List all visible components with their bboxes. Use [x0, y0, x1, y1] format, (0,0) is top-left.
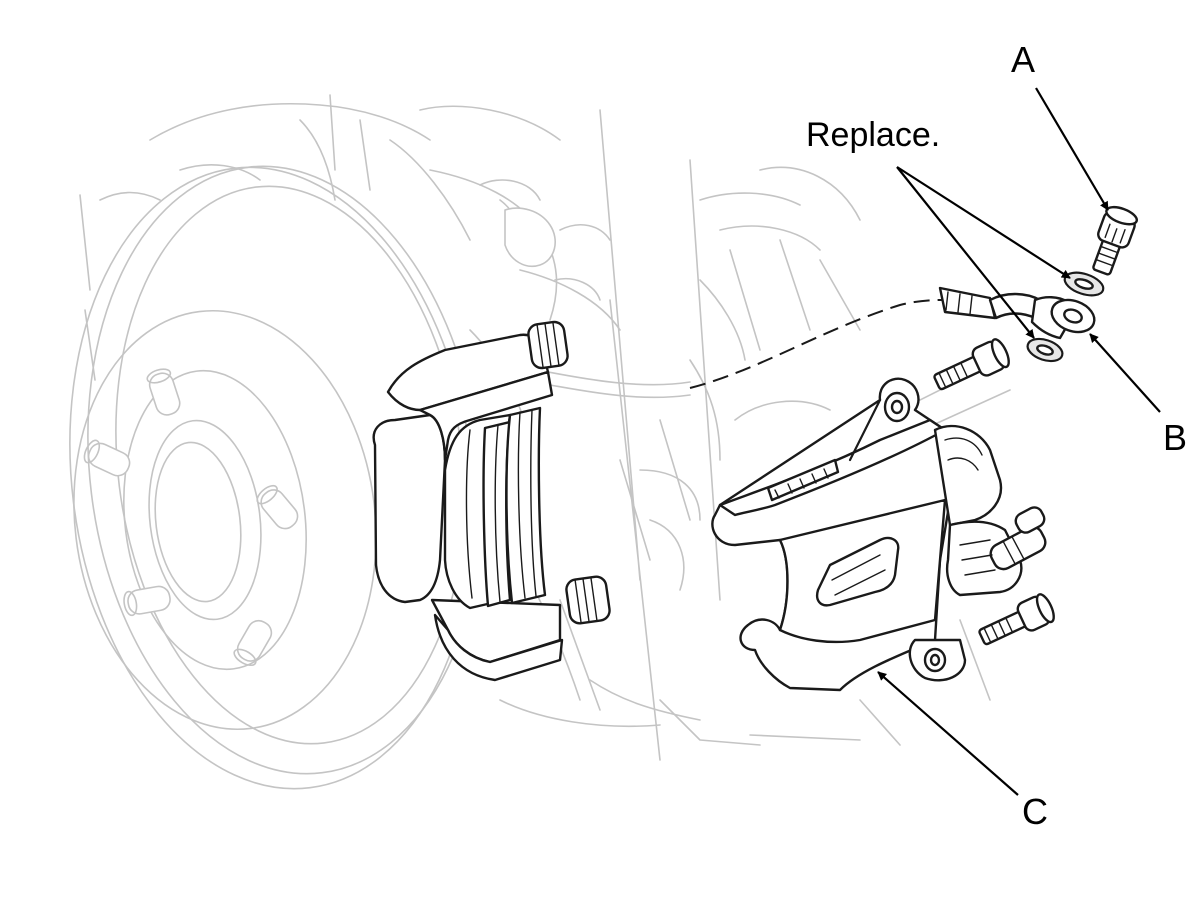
label-replace: Replace. [806, 116, 940, 154]
wheel-studs [83, 368, 299, 667]
label-a: A [1011, 39, 1035, 80]
callout-leaders [877, 87, 1161, 796]
label-c: C [1022, 791, 1048, 832]
callout-labels: A Replace. B C [806, 39, 1187, 832]
brake-hose [547, 286, 1042, 399]
caliper-body [711, 377, 1047, 692]
leader-replace-1 [896, 166, 1071, 279]
leader-replace-2 [896, 166, 1035, 339]
leader-b [1089, 333, 1161, 413]
banjo-fitting [1030, 296, 1096, 340]
suspension-background [79, 94, 1011, 761]
leader-c [877, 671, 1019, 796]
banjo-bolt [1092, 205, 1139, 276]
label-b: B [1163, 417, 1187, 458]
caliper-bolts [933, 338, 1055, 646]
leader-a [1035, 87, 1109, 211]
sealing-washers [1026, 271, 1105, 363]
caliper-bracket [372, 320, 611, 682]
